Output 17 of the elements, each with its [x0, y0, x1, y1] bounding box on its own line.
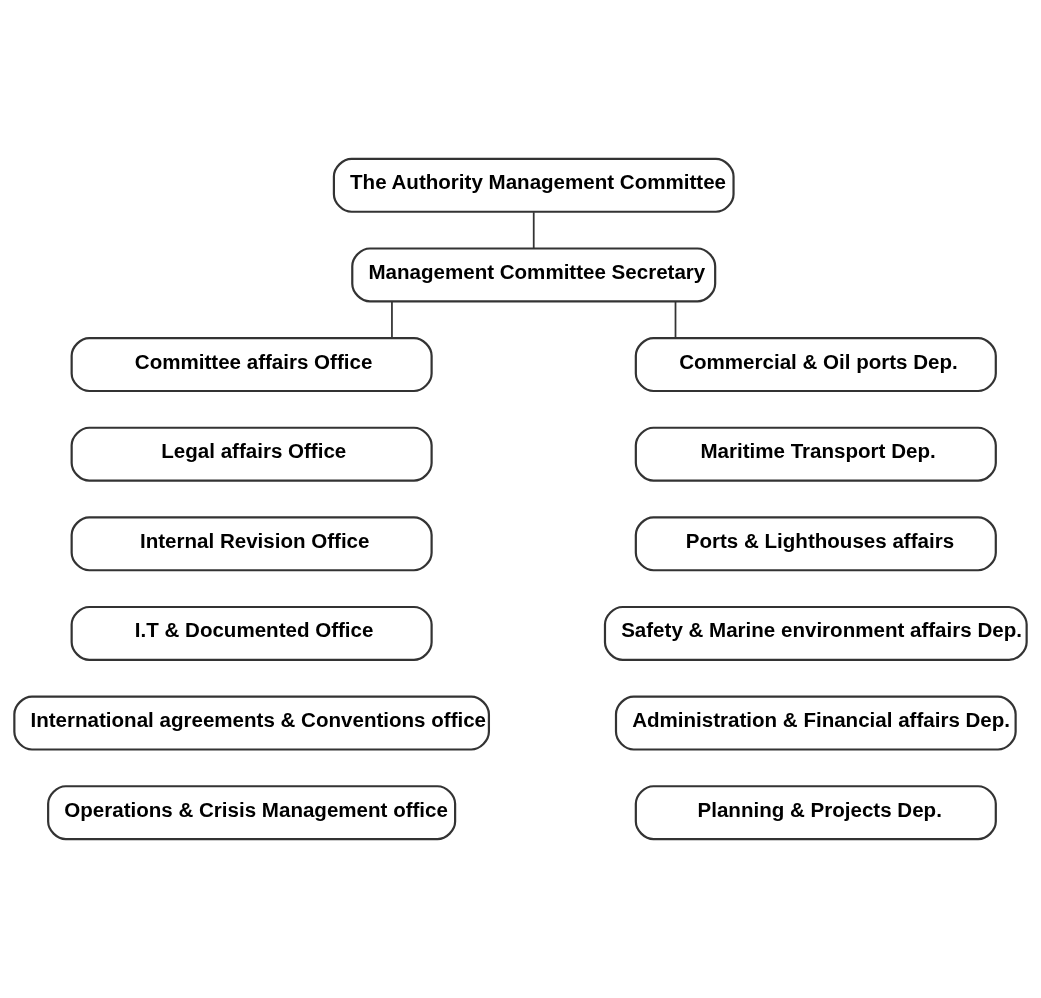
node-box: Administration & Financial affairs Dep. — [614, 695, 1017, 751]
node-box: Operations & Crisis Management office — [47, 785, 457, 841]
connector — [674, 300, 677, 339]
node-box: I.T & Documented Office — [70, 605, 433, 661]
connector — [532, 211, 535, 249]
node-box: Legal affairs Office — [70, 426, 433, 482]
node-box: Committee affairs Office — [70, 337, 433, 393]
node-box: Ports & Lighthouses affairs — [634, 516, 997, 572]
node-box: Management Committee Secretary — [351, 247, 717, 303]
node-box: Planning & Projects Dep. — [634, 785, 997, 841]
node-box: International agreements & Conventions office — [13, 695, 490, 751]
node-box: Maritime Transport Dep. — [634, 426, 997, 482]
node-box: Commercial & Oil ports Dep. — [634, 337, 997, 393]
node-box: The Authority Management Committee — [332, 157, 735, 213]
node-box: Safety & Marine environment affairs Dep. — [603, 605, 1028, 661]
node-box: Internal Revision Office — [70, 516, 433, 572]
connector — [391, 300, 393, 339]
